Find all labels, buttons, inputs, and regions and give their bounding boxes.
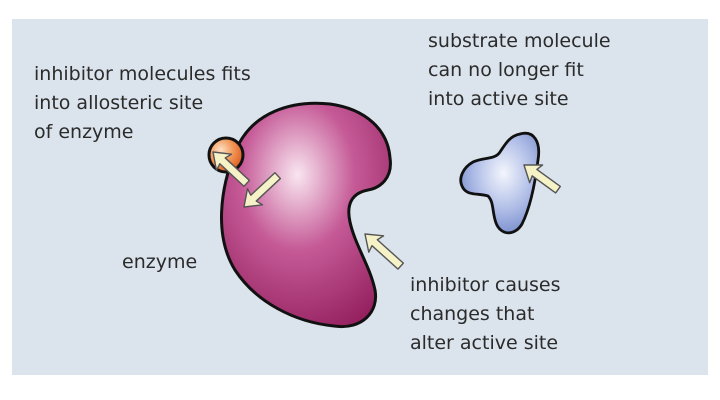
enzyme-label: enzyme (122, 248, 197, 277)
enzyme-shape (220, 101, 392, 329)
label-line: alter active site (410, 332, 559, 354)
pointer-arrow-inhibitor (212, 151, 251, 187)
inhibitor-molecule-label: inhibitor molecules fits into allosteric… (34, 60, 251, 147)
label-line: into allosteric site (34, 92, 204, 114)
label-line: can no longer fit (428, 59, 584, 81)
substrate-molecule-shape (459, 131, 541, 235)
pointer-arrow-substrate (523, 164, 562, 194)
substrate-molecule-label: substrate molecule can no longer fit int… (428, 27, 611, 114)
label-line: of enzyme (34, 121, 134, 143)
pointer-arrow-active-site (364, 233, 405, 270)
pointer-arrow-enzyme (243, 172, 282, 208)
inhibitor-effect-label: inhibitor causes changes that alter acti… (410, 271, 561, 358)
label-line: inhibitor causes (410, 274, 561, 296)
label-line: into active site (428, 88, 569, 110)
label-line: substrate molecule (428, 30, 611, 52)
label-line: enzyme (122, 251, 198, 273)
label-line: changes that (410, 303, 535, 325)
label-line: inhibitor molecules fits (34, 63, 251, 85)
